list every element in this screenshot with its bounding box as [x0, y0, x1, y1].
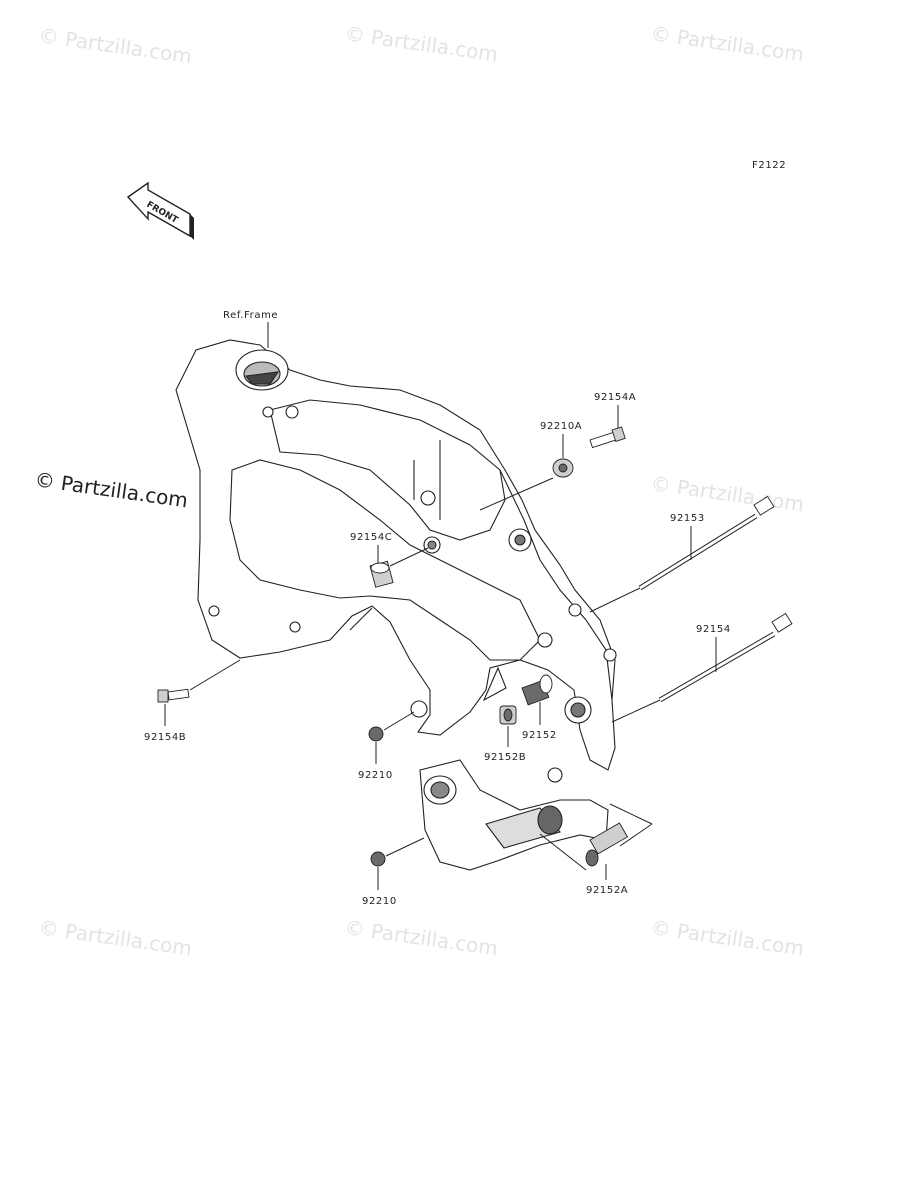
motorcycle-frame [175, 339, 617, 871]
part-92154-long-bolt[interactable] [658, 612, 793, 703]
part-92210-nut-lower[interactable] [370, 851, 386, 867]
label-92153: 92153 [670, 513, 705, 524]
label-92154C: 92154C [350, 532, 392, 543]
label-92154A: 92154A [594, 392, 636, 403]
watermark-bottom-left: © Partzilla.com [37, 915, 193, 960]
watermark-top-right: © Partzilla.com [649, 21, 805, 66]
label-92210A: 92210A [540, 421, 582, 432]
part-92152-collar[interactable] [521, 674, 553, 706]
axis-92210-upper [383, 711, 415, 731]
part-92152B-collar[interactable] [499, 705, 517, 725]
part-92153-long-bolt[interactable] [638, 495, 775, 591]
axis-92210-lower [385, 837, 425, 857]
ref-frame-label: Ref.Frame [223, 310, 278, 321]
label-92152B: 92152B [484, 752, 526, 763]
label-92152: 92152 [522, 730, 557, 741]
part-92210-nut-upper[interactable] [368, 726, 384, 742]
label-92152A: 92152A [586, 885, 628, 896]
watermark-top-left: © Partzilla.com [37, 23, 193, 68]
watermark-dark: © Partzilla.com [33, 467, 189, 512]
figure-code: F2122 [752, 160, 786, 171]
part-92154B-bolt[interactable] [157, 688, 190, 703]
axis-92210A [479, 477, 554, 511]
watermark-bottom-right: © Partzilla.com [649, 915, 805, 960]
axis-92154C [389, 547, 429, 567]
axis-92154 [611, 699, 661, 723]
part-92210A-nut[interactable] [552, 458, 574, 478]
label-92154B: 92154B [144, 732, 186, 743]
front-arrow-icon: FRONT [126, 181, 194, 240]
part-92154A-bolt[interactable] [589, 426, 626, 449]
watermark-bottom-center: © Partzilla.com [343, 915, 499, 960]
label-92210-upper: 92210 [358, 770, 393, 781]
axis-92153 [589, 587, 641, 613]
watermark-top-center: © Partzilla.com [343, 21, 499, 66]
axis-92152A-left [539, 833, 587, 871]
label-92210-lower: 92210 [362, 896, 397, 907]
part-92154C-collar[interactable] [369, 560, 394, 588]
axis-92154B [189, 659, 241, 691]
axis-92152A-right [609, 803, 653, 825]
part-92152A-collar[interactable] [585, 822, 629, 867]
watermark-mid-right: © Partzilla.com [649, 471, 805, 516]
axis-92152A-end [619, 823, 653, 847]
label-92154: 92154 [696, 624, 731, 635]
